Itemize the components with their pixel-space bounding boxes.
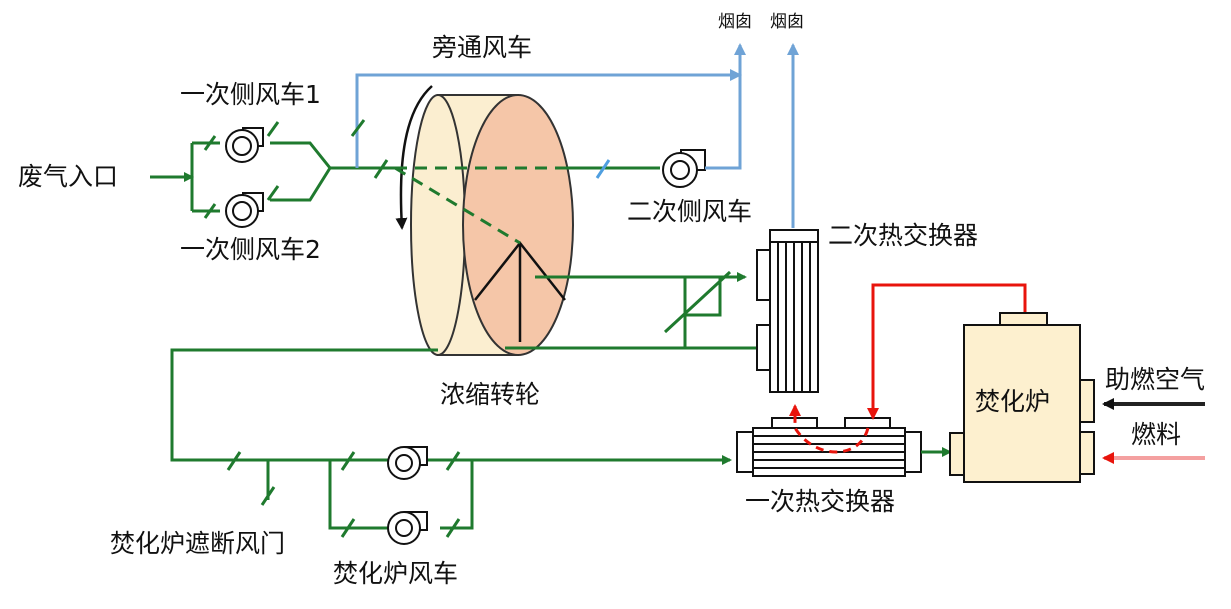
fuel-label: 燃料 <box>1131 420 1181 449</box>
bypass-fan-label: 旁通风车 <box>432 33 532 62</box>
secondary-fan-icon <box>662 149 706 188</box>
chimney-1-label: 烟囱 <box>718 12 752 32</box>
damper-incinerator-fan-1-in[interactable] <box>340 451 356 471</box>
secondary-hx-label: 二次热交换器 <box>828 221 978 250</box>
primary-heat-exchanger <box>736 417 922 477</box>
secondary-fan-label: 二次侧风车 <box>627 197 752 226</box>
primary-fan-1-icon <box>225 127 264 163</box>
incinerator-fan-label: 焚化炉风车 <box>333 559 458 588</box>
damper-incinerator-cutoff[interactable] <box>260 486 276 506</box>
damper-primary-1-out[interactable] <box>266 121 280 137</box>
damper-primary-1-in[interactable] <box>203 135 217 151</box>
damper-hx-bypass[interactable] <box>663 270 732 334</box>
chimney-2-label: 烟囱 <box>770 12 804 32</box>
concentrator-rotor <box>395 85 574 356</box>
incinerator-fan-1-icon <box>387 446 428 480</box>
combustion-air-label: 助燃空气 <box>1105 365 1205 394</box>
rotor-label: 浓缩转轮 <box>440 380 540 409</box>
damper-incinerator-main[interactable] <box>226 451 242 471</box>
incinerator-fan-2-icon <box>387 511 428 545</box>
primary-fan-1-label: 一次侧风车1 <box>180 80 321 109</box>
inlet-label: 废气入口 <box>18 162 118 191</box>
damper-incinerator-fan-2-out[interactable] <box>445 518 461 538</box>
damper-secondary[interactable] <box>595 159 611 179</box>
damper-primary-2-in[interactable] <box>203 203 217 219</box>
damper-incinerator-fan-2-in[interactable] <box>340 518 356 538</box>
primary-fan-2-icon <box>225 192 264 228</box>
primary-fan-2-label: 一次侧风车2 <box>180 235 321 264</box>
primary-hx-label: 一次热交换器 <box>745 487 895 516</box>
damper-rotor-in[interactable] <box>373 159 389 179</box>
damper-incinerator-fan-1-out[interactable] <box>445 451 461 471</box>
secondary-heat-exchanger <box>756 229 819 393</box>
damper-primary-2-out[interactable] <box>266 185 280 201</box>
incinerator-label: 焚化炉 <box>975 387 1050 416</box>
damper-bypass[interactable] <box>350 119 366 137</box>
incinerator <box>949 312 1095 483</box>
incinerator-damper-label: 焚化炉遮断风门 <box>110 529 285 558</box>
